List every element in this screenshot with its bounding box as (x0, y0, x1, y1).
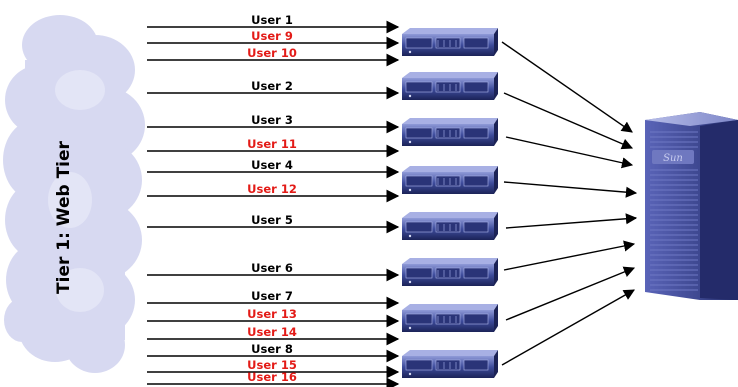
backend-server-icon: Sun (645, 112, 738, 300)
backend-arrow (503, 240, 636, 271)
user-label: User 13 (247, 307, 297, 321)
backend-logo-badge (652, 150, 694, 164)
backend-arrow (501, 289, 635, 366)
rack-server-icon (402, 350, 498, 378)
rack-server-icon (402, 258, 498, 286)
rack-server-icon (402, 72, 498, 100)
cloud-icon (3, 15, 145, 373)
user-label: User 7 (251, 289, 293, 303)
tier-label: Tier 1: Web Tier (54, 140, 74, 294)
user-label: User 5 (251, 213, 293, 227)
backend-arrow (505, 213, 638, 229)
user-label: User 2 (251, 79, 293, 93)
user-label: User 14 (247, 325, 297, 339)
user-label: User 16 (247, 370, 297, 384)
backend-arrow (501, 41, 633, 133)
user-labels: User 1 User 9 User 10 User 2 User 3 User 11 Us… (247, 13, 297, 384)
backend-arrow (505, 266, 636, 321)
backend-arrow (503, 181, 638, 198)
user-label: User 6 (251, 261, 293, 275)
user-label: User 4 (251, 158, 293, 172)
user-label: User 15 (247, 358, 297, 372)
rack-server-icon (402, 118, 498, 146)
user-label: User 1 (251, 13, 293, 27)
web-server-stack (402, 28, 498, 378)
rack-server-icon (402, 212, 498, 240)
user-label: User 10 (247, 46, 297, 60)
user-label: User 11 (247, 137, 297, 151)
rack-server-icon (402, 166, 498, 194)
user-label: User 3 (251, 113, 293, 127)
backend-arrow (505, 136, 634, 169)
backend-brand: Sun (663, 153, 683, 164)
rack-server-icon (402, 28, 498, 56)
user-label: User 9 (251, 29, 293, 43)
user-label: User 12 (247, 182, 297, 196)
user-label: User 8 (251, 342, 293, 356)
backend-arrow (503, 92, 634, 150)
user-connections (147, 20, 400, 387)
server-to-backend-arrows (501, 41, 638, 366)
rack-server-icon (402, 304, 498, 332)
